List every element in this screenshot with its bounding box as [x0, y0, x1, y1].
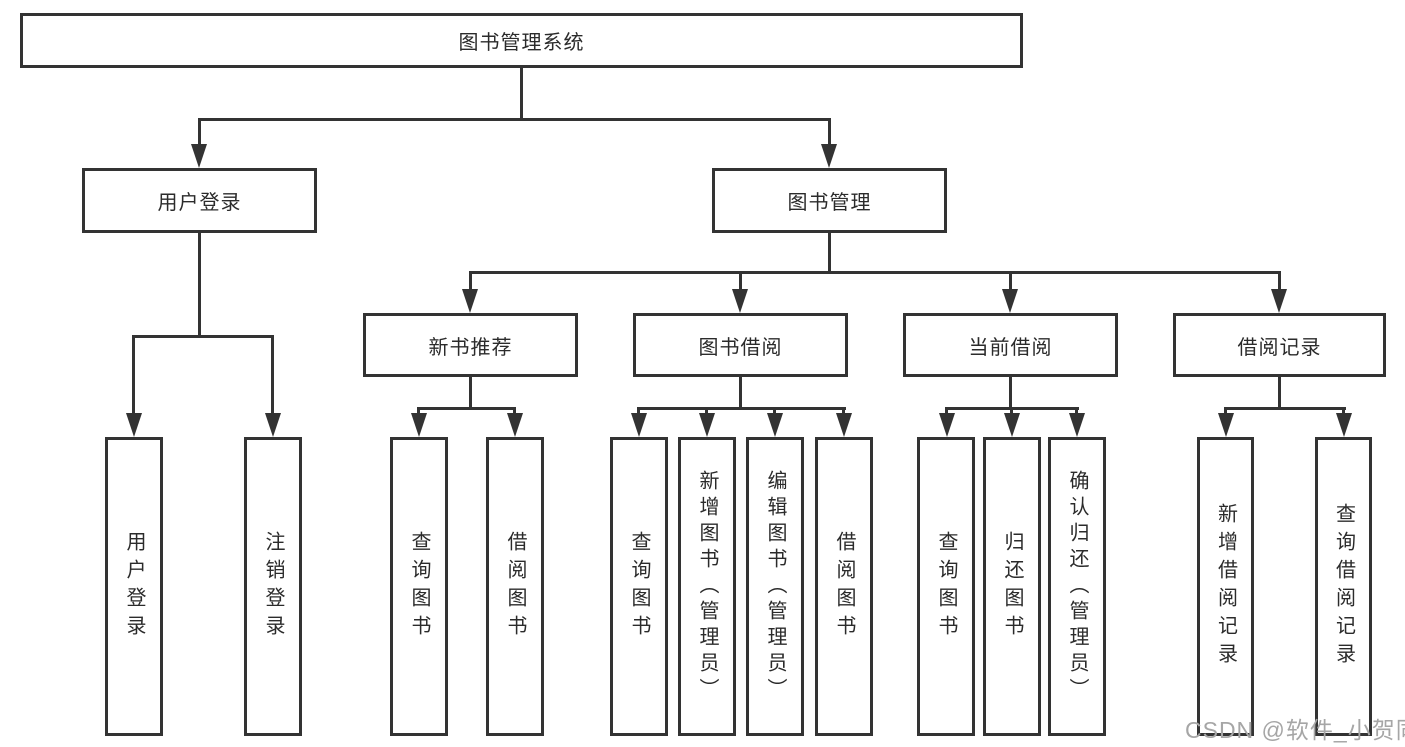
connector-line: [1342, 407, 1345, 416]
leaf-add-books-admin: 新增图书（管理员）: [678, 437, 736, 736]
node-book-management: 图书管理: [712, 168, 947, 233]
connector-line: [271, 335, 274, 414]
leaf-query-books-borrow: 查询图书: [610, 437, 668, 736]
leaf-confirm-return-admin: 确认归还（管理员）: [1048, 437, 1106, 736]
node-book-borrow: 图书借阅: [633, 313, 848, 377]
connector-line: [637, 407, 846, 410]
arrow-down-icon: [126, 413, 142, 437]
arrow-down-icon: [265, 413, 281, 437]
arrow-down-icon: [1069, 413, 1085, 437]
arrow-down-icon: [939, 413, 955, 437]
arrow-down-icon: [411, 413, 427, 437]
watermark: CSDN @软件_小贺同学: [1185, 717, 1405, 743]
leaf-user-login: 用户登录: [105, 437, 163, 736]
arrow-down-icon: [1004, 413, 1020, 437]
connector-line: [705, 407, 708, 416]
arrow-down-icon: [699, 413, 715, 437]
leaf-logout-login: 注销登录: [244, 437, 302, 736]
arrow-down-icon: [1002, 289, 1018, 313]
connector-line: [417, 407, 516, 410]
node-borrow-record: 借阅记录: [1173, 313, 1386, 377]
node-new-book-recommend: 新书推荐: [363, 313, 578, 377]
connector-line: [1009, 377, 1012, 407]
leaf-query-borrow-record: 查询借阅记录: [1315, 437, 1372, 736]
connector-line: [1010, 407, 1013, 416]
connector-line: [1009, 271, 1012, 291]
connector-line: [198, 233, 201, 335]
node-user-login: 用户登录: [82, 168, 317, 233]
connector-line: [828, 233, 831, 271]
arrow-down-icon: [821, 144, 837, 168]
connector-line: [469, 271, 1281, 274]
connector-line: [1075, 407, 1078, 416]
connector-line: [828, 118, 831, 146]
leaf-query-books-recommend: 查询图书: [390, 437, 448, 736]
arrow-down-icon: [507, 413, 523, 437]
connector-line: [1278, 271, 1281, 291]
arrow-down-icon: [767, 413, 783, 437]
connector-line: [417, 407, 420, 416]
connector-line: [132, 335, 135, 414]
connector-line: [773, 407, 776, 416]
connector-line: [637, 407, 640, 416]
connector-line: [1278, 377, 1281, 407]
leaf-query-books-current: 查询图书: [917, 437, 975, 736]
connector-line: [469, 377, 472, 407]
connector-line: [513, 407, 516, 416]
connector-line: [469, 271, 472, 291]
connector-line: [842, 407, 845, 416]
arrow-down-icon: [732, 289, 748, 313]
leaf-borrow-books-recommend: 借阅图书: [486, 437, 544, 736]
arrow-down-icon: [191, 144, 207, 168]
arrow-down-icon: [631, 413, 647, 437]
connector-line: [739, 271, 742, 291]
connector-line: [198, 118, 831, 121]
connector-line: [520, 68, 523, 118]
arrow-down-icon: [462, 289, 478, 313]
connector-line: [739, 377, 742, 407]
leaf-return-books: 归还图书: [983, 437, 1041, 736]
connector-line: [1224, 407, 1346, 410]
leaf-edit-books-admin: 编辑图书（管理员）: [746, 437, 804, 736]
connector-line: [132, 335, 274, 338]
connector-line: [945, 407, 948, 416]
arrow-down-icon: [836, 413, 852, 437]
leaf-add-borrow-record: 新增借阅记录: [1197, 437, 1254, 736]
connector-line: [198, 118, 201, 146]
arrow-down-icon: [1218, 413, 1234, 437]
arrow-down-icon: [1336, 413, 1352, 437]
arrow-down-icon: [1271, 289, 1287, 313]
node-current-borrow: 当前借阅: [903, 313, 1118, 377]
connector-line: [1224, 407, 1227, 416]
node-library-management-system: 图书管理系统: [20, 13, 1023, 68]
leaf-borrow-books: 借阅图书: [815, 437, 873, 736]
